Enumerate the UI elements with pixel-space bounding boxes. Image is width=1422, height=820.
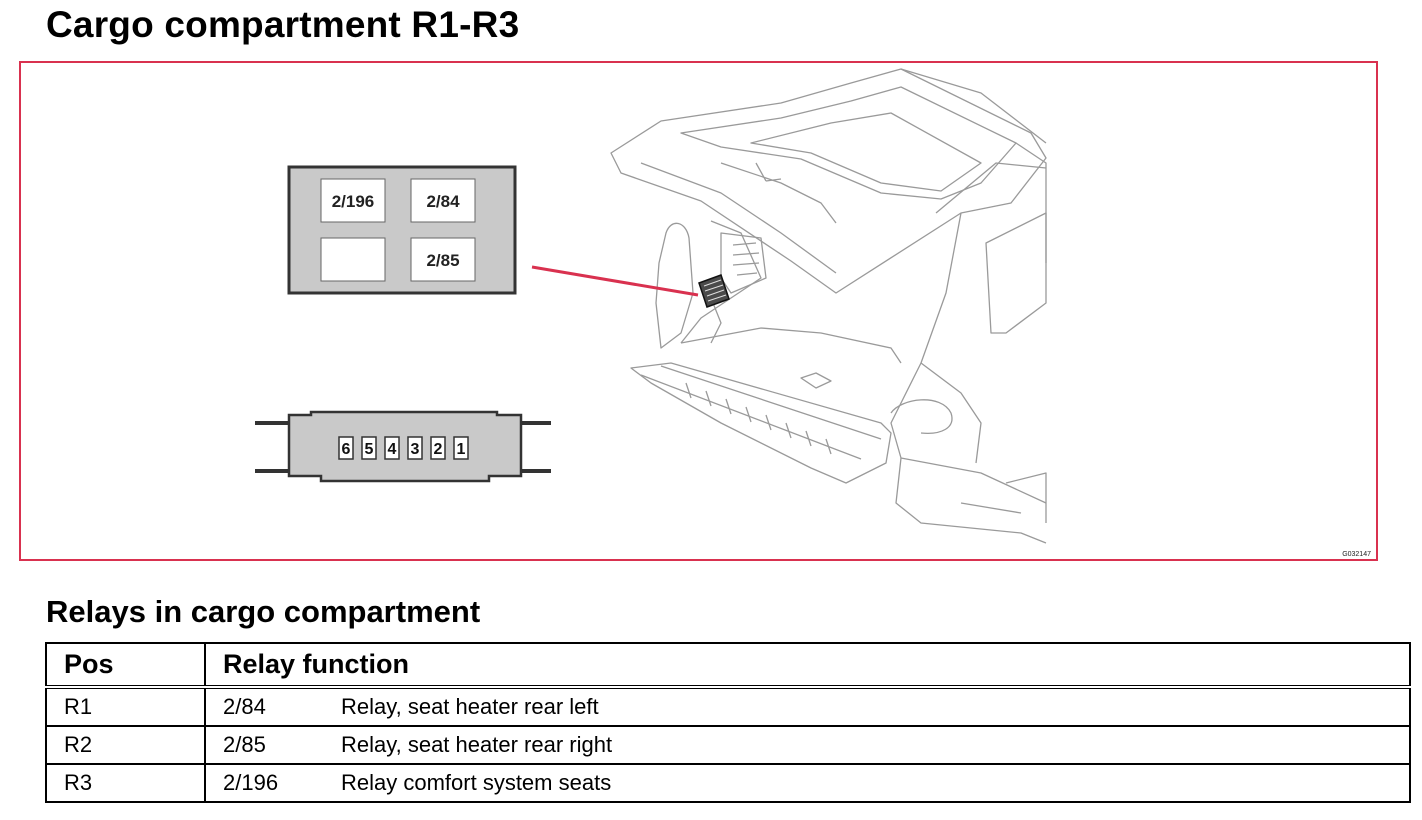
connector-pin — [384, 436, 400, 460]
connector-rail — [255, 421, 293, 425]
row-function-cell: 2/85 Relay, seat heater rear right — [204, 725, 1411, 765]
row-code: 2/85 — [223, 732, 266, 757]
connector-pin-label: 2 — [434, 441, 443, 458]
car-rear-illustration — [610, 68, 1047, 544]
row-pos: R3 — [45, 763, 206, 803]
connector-pin — [453, 436, 469, 460]
relay-slot-label: 2/84 — [426, 192, 460, 211]
connector-pin — [407, 436, 423, 460]
row-pos: R2 — [45, 725, 206, 765]
relay-slot — [320, 237, 386, 282]
connector-rail — [517, 421, 551, 425]
connector-pin-label: 5 — [365, 441, 374, 458]
page-title: Cargo compartment R1-R3 — [46, 4, 520, 45]
row-function: Relay comfort system seats — [341, 770, 612, 795]
table-row: R2 2/85 Relay, seat heater rear right — [45, 725, 1411, 765]
connector-pin-label: 4 — [388, 441, 397, 458]
figure-code: G032147 — [1342, 551, 1371, 558]
connector-pin — [430, 436, 446, 460]
relay-location-marker — [698, 274, 730, 308]
row-code: 2/84 — [223, 694, 266, 719]
connector-rail — [517, 469, 551, 473]
relay-box: 2/196 2/84 2/85 — [287, 165, 517, 295]
row-function-cell: 2/196 Relay comfort system seats — [204, 763, 1411, 803]
table-row: R3 2/196 Relay comfort system seats — [45, 763, 1411, 803]
relay-slot — [320, 178, 386, 223]
relay-slot — [410, 237, 476, 282]
connector-pin — [361, 436, 377, 460]
connector-body — [287, 410, 523, 483]
row-code: 2/196 — [223, 770, 279, 795]
header-relay-function: Relay function — [204, 642, 1411, 689]
pointer-line — [531, 265, 699, 297]
section-title: Relays in cargo compartment — [46, 594, 481, 629]
relay-slot-label: 2/196 — [332, 192, 375, 211]
connector-pin-label: 3 — [411, 441, 420, 458]
connector-rail — [255, 469, 293, 473]
figure-frame: 2/196 2/84 2/85 6 5 4 3 2 1 — [19, 61, 1378, 561]
row-function: Relay, seat heater rear left — [341, 694, 599, 719]
connector-pin-label: 6 — [342, 441, 351, 458]
connector-pin-label: 1 — [457, 441, 466, 458]
row-function: Relay, seat heater rear right — [341, 732, 613, 757]
row-pos: R1 — [45, 686, 206, 727]
table-row: R1 2/84 Relay, seat heater rear left — [45, 686, 1411, 727]
connector: 6 5 4 3 2 1 — [255, 410, 551, 483]
relay-slot — [410, 178, 476, 223]
header-pos: Pos — [45, 642, 206, 689]
table-header-row: Pos Relay function — [45, 642, 1411, 689]
row-function-cell: 2/84 Relay, seat heater rear left — [204, 686, 1411, 727]
relay-slot-label: 2/85 — [426, 251, 459, 270]
cargo-compartment-diagram: 2/196 2/84 2/85 6 5 4 3 2 1 — [255, 68, 1371, 558]
connector-pin — [338, 436, 354, 460]
